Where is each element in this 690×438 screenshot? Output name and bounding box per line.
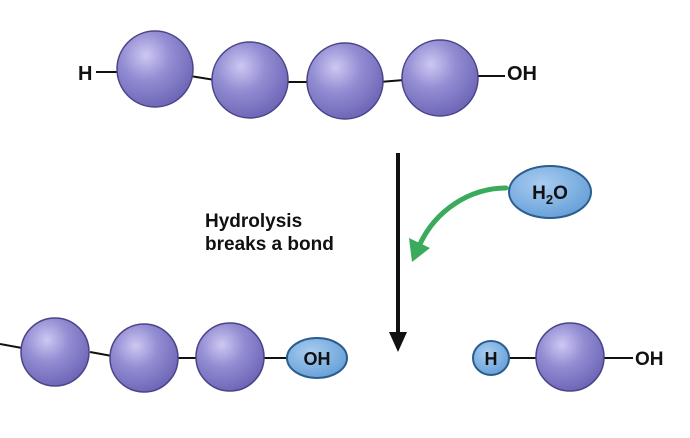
bond-line: [189, 75, 216, 81]
monomer-sphere: [535, 322, 605, 392]
polymer-chain: H OH: [78, 30, 537, 120]
monomer-sphere: [306, 42, 384, 120]
monomer-start-label: H: [485, 349, 498, 369]
water-prefix: H: [532, 183, 546, 204]
water-subscript: 2: [546, 192, 553, 207]
water-entry-arrow: [409, 185, 509, 262]
monomer-sphere: [116, 30, 194, 108]
polymer-start-label: H: [78, 63, 92, 85]
caption-line-1: Hydrolysis: [205, 211, 303, 232]
monomer-sphere: [211, 41, 289, 119]
reaction-arrow-head: [389, 332, 407, 352]
bond-line: [0, 343, 23, 349]
released-monomer: H OH: [472, 322, 664, 392]
polymer-end-label: OH: [507, 63, 537, 85]
water-suffix: O: [553, 183, 568, 204]
reaction-caption: Hydrolysis breaks a bond: [205, 210, 395, 256]
bond-line: [379, 79, 405, 83]
monomer-end-label: OH: [635, 349, 664, 370]
hydroxyl-group-oval: [286, 337, 348, 379]
monomer-sphere: [195, 322, 265, 392]
product-chain: OH: [0, 317, 348, 393]
water-reactant: H2O: [508, 165, 592, 219]
water-label: H2O: [532, 183, 568, 207]
hydrogen-group-oval: [472, 340, 510, 376]
water-arrow-head: [409, 238, 430, 262]
caption-line-2: breaks a bond: [205, 234, 334, 255]
water-arrow-curve: [417, 185, 509, 247]
monomer-sphere: [20, 317, 90, 387]
monomer-sphere: [109, 323, 179, 393]
reaction-arrow: [389, 153, 407, 352]
water-molecule-oval: [508, 165, 592, 219]
chain-end-label: OH: [304, 349, 331, 369]
bond-line: [89, 351, 113, 357]
monomer-sphere: [401, 39, 479, 117]
